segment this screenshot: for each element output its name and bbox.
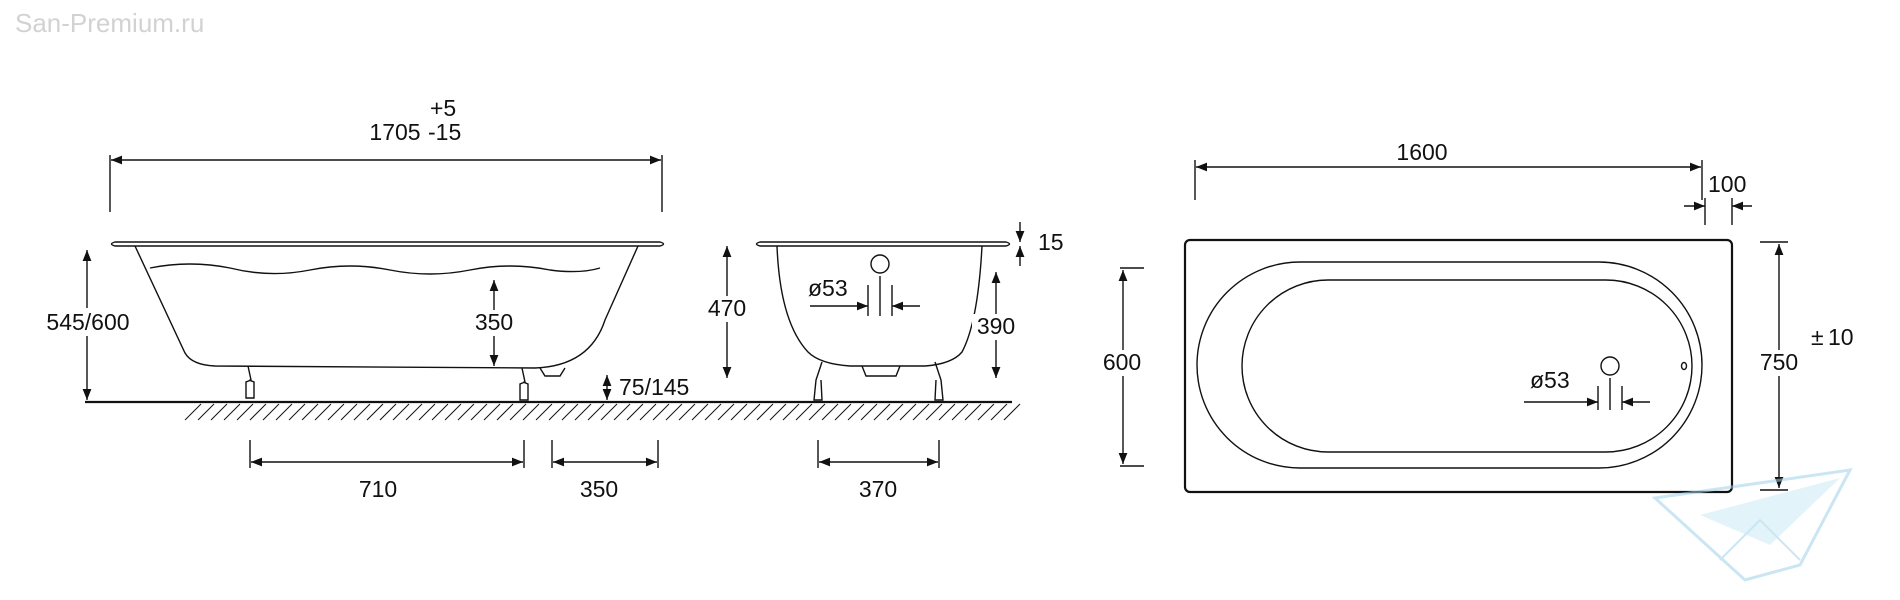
top-inner-width-label: 600: [1103, 349, 1141, 375]
side-height-label: 545/600: [46, 309, 129, 335]
top-length-label: 1600: [1396, 139, 1447, 165]
top-width-label: 750: [1760, 349, 1798, 375]
top-bottom-outline: [1241, 279, 1693, 453]
top-offset-label: 100: [1708, 171, 1746, 197]
side-length-label: 1705: [369, 119, 420, 145]
top-outer-rim: [1183, 238, 1734, 494]
logo-mark: [1651, 468, 1853, 582]
side-tol-plus: +5: [430, 95, 456, 121]
watermark: San-Premium.ru: [15, 8, 205, 38]
end-drain-circle: [870, 254, 890, 274]
end-leg-spacing-label: 370: [859, 476, 897, 502]
end-drain-dia-label: ø53: [808, 275, 848, 301]
end-view: ø53 15 470 390 370: [702, 222, 1064, 502]
end-height-label: 470: [708, 295, 746, 321]
side-tol-minus: -15: [428, 119, 461, 145]
side-leg-spacing-b-label: 350: [580, 476, 618, 502]
top-overflow: [1680, 361, 1688, 371]
end-depth-label: 390: [977, 313, 1015, 339]
top-width-tol-value: 10: [1828, 324, 1854, 350]
side-view: 1705 +5 -15 545/600 350 75/145 710 350: [40, 95, 1021, 502]
top-width-tol-sign: ±: [1811, 324, 1824, 350]
end-rim-label: 15: [1038, 229, 1064, 255]
floor-hatch: [184, 403, 1021, 421]
side-leg-spacing-a-label: 710: [359, 476, 397, 502]
top-view: ø53 1600 100 600 750 ± 10: [1098, 139, 1854, 494]
top-drain-dia-label: ø53: [1530, 367, 1570, 393]
top-inner-bowl: [1196, 261, 1703, 469]
top-drain-circle: [1600, 356, 1620, 376]
side-clearance-label: 75/145: [619, 374, 689, 400]
side-depth-label: 350: [475, 309, 513, 335]
